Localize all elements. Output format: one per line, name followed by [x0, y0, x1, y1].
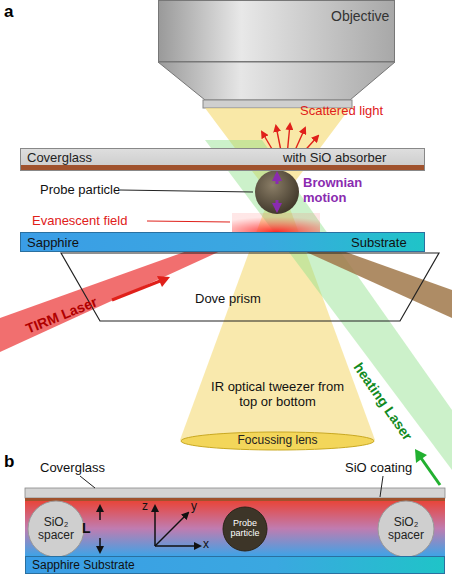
evanescent-field [232, 213, 320, 232]
sio-coating [25, 498, 445, 501]
temperature-gradient [25, 501, 445, 556]
node-text: Dove prism [195, 292, 261, 306]
axis-x [155, 545, 200, 547]
leader-line [147, 221, 230, 222]
axis-label: x [203, 538, 209, 551]
probe-particle: Probe particle [222, 506, 268, 552]
trapezoid-outline [60, 252, 440, 322]
tirm-laser-arrowhead [157, 276, 170, 287]
node-text: SiO₂ spacer [31, 516, 81, 542]
coverglass-bar: Coverglass with SiO absorber [20, 148, 425, 171]
focussing-lens: Focussing lens [180, 431, 375, 451]
node-text: SiO₂ spacer [381, 516, 431, 542]
tirm-laser-arrow [112, 281, 160, 300]
node-text: Substrate [351, 236, 407, 250]
node-text: with SiO absorber [283, 151, 386, 165]
callout-label: IR optical tweezer from top or bottom [205, 380, 350, 409]
callout-label: Coverglass [40, 461, 105, 476]
axis-label: y [191, 500, 197, 513]
callout-label: SiO coating [345, 461, 412, 476]
brownian-arrow-down [276, 200, 279, 210]
sapphire-substrate: Sapphire Substrate [20, 232, 425, 252]
probe-particle [255, 170, 299, 214]
sapphire-substrate: Sapphire Substrate [25, 556, 445, 574]
coverglass-bar [25, 488, 445, 498]
brownian-arrow-up [276, 174, 279, 184]
objective: Objective [158, 0, 395, 62]
axis-z [154, 506, 156, 546]
axis-y [155, 513, 188, 546]
panel-letter: a [4, 2, 13, 21]
callout-label: Scattered light [300, 104, 410, 119]
leader-line [380, 476, 383, 497]
objective-taper [158, 62, 395, 100]
node-text: Coverglass [27, 151, 92, 165]
heating-laser-arrow [421, 458, 440, 485]
leader-line [80, 476, 95, 488]
node-text: Sapphire [27, 236, 79, 250]
spacer-bead: SiO₂ spacer [27, 500, 85, 558]
dimension-label: L [82, 521, 91, 537]
panel-letter: b [4, 452, 14, 471]
gap-arrow [99, 506, 101, 520]
gap-arrow [99, 538, 101, 552]
dove-prism: Dove prism [60, 252, 440, 322]
heating-laser-arrowhead [415, 449, 427, 463]
leader-line [120, 190, 253, 192]
axis-label: z [142, 500, 148, 513]
callout-label: Probe particle [40, 183, 130, 198]
node-text: Objective [331, 9, 389, 24]
callout-label: Brownian motion [303, 176, 383, 205]
node-text: Focussing lens [237, 434, 317, 447]
node-text: Sapphire Substrate [32, 559, 135, 572]
callout-label: Evanescent field [32, 214, 152, 229]
node-text: Probe particle [225, 519, 265, 539]
spacer-bead: SiO₂ spacer [377, 500, 435, 558]
